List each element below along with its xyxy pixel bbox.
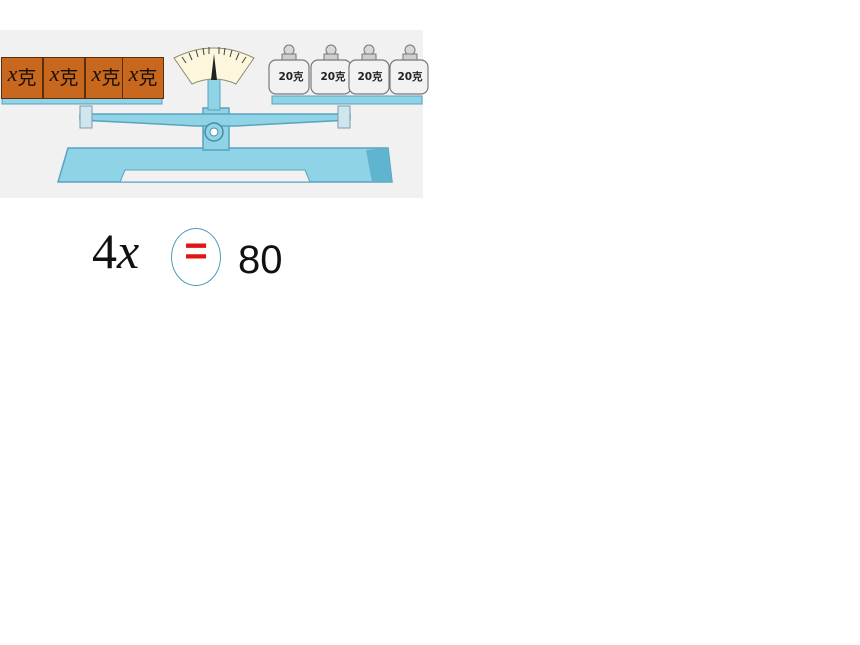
relation-circle	[171, 228, 221, 286]
right-pan	[271, 95, 423, 105]
left-pan-post	[79, 105, 93, 129]
scale-base-shade	[366, 148, 392, 182]
block-variable: x	[7, 61, 18, 86]
equation-left-side: 4x	[92, 226, 139, 276]
block-variable: x	[49, 61, 60, 86]
block-unit: 克	[101, 66, 121, 89]
weight-label: 20克	[397, 71, 423, 83]
equation-coefficient: 4	[92, 223, 117, 279]
weight-3	[348, 44, 390, 95]
pivot-center	[209, 127, 219, 137]
block-variable: x	[91, 61, 102, 86]
block-unit: 克	[17, 66, 37, 89]
pointer-stem	[207, 77, 221, 111]
right-pan-post	[337, 105, 351, 129]
weight-label: 20克	[357, 71, 383, 83]
equation-right-side: 80	[238, 238, 283, 282]
dial-ticks	[181, 47, 247, 64]
balance-scale	[0, 30, 429, 198]
dial-needle	[211, 54, 217, 80]
equation-variable: x	[117, 223, 140, 279]
block-unit: 克	[59, 66, 79, 89]
weight-2	[310, 44, 352, 95]
block-variable: x	[128, 61, 139, 86]
weight-4	[389, 44, 429, 95]
weight-label: 20克	[278, 71, 304, 83]
scale-base-notch	[119, 169, 311, 183]
weight-label: 20克	[320, 71, 346, 83]
weight-1	[268, 44, 310, 95]
equals-sign: =	[184, 229, 208, 273]
block-unit: 克	[138, 66, 158, 89]
